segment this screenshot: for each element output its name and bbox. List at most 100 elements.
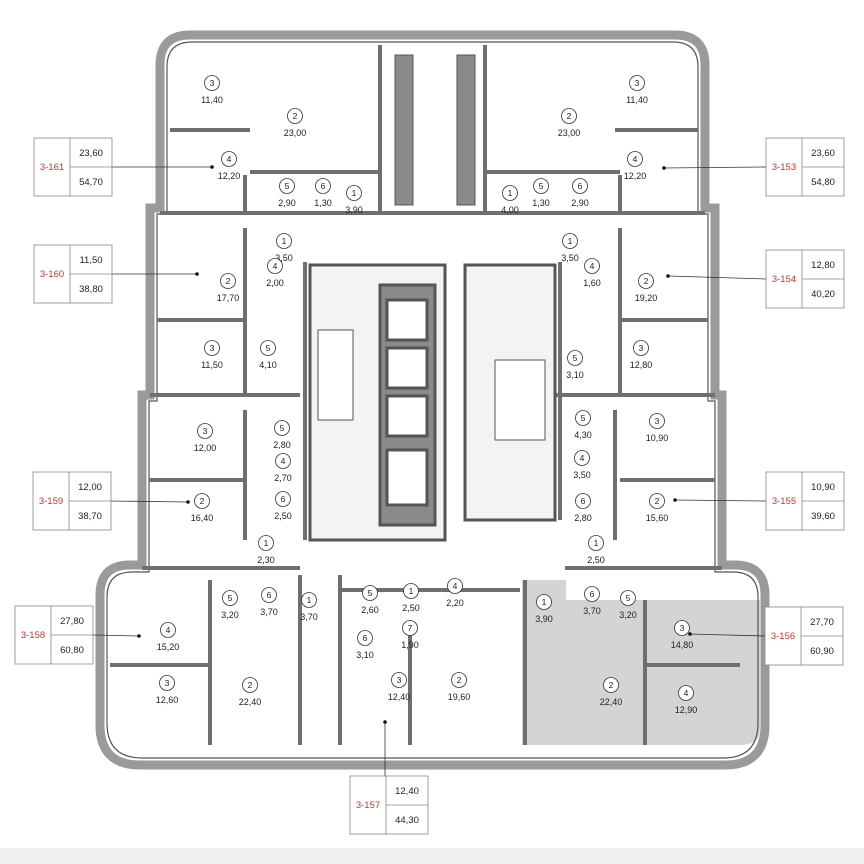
room-number: 6 bbox=[363, 633, 368, 643]
room-area: 14,80 bbox=[671, 640, 694, 650]
room-label: 222,40 bbox=[239, 677, 261, 707]
room-number-circle bbox=[159, 675, 175, 691]
room-number: 5 bbox=[539, 181, 544, 191]
room-number-circle bbox=[584, 586, 600, 602]
room-number-circle bbox=[584, 258, 600, 274]
room-area: 12,90 bbox=[675, 705, 698, 715]
room-label: 42,70 bbox=[274, 453, 292, 483]
room-label: 14,00 bbox=[501, 185, 519, 215]
room-number-circle bbox=[242, 677, 258, 693]
living-area-value: 11,50 bbox=[79, 255, 102, 266]
room-number-circle bbox=[160, 622, 176, 638]
room-number: 5 bbox=[368, 588, 373, 598]
apartment-number: 3-157 bbox=[356, 800, 380, 811]
leader-line bbox=[689, 633, 766, 637]
room-number-circle bbox=[221, 151, 237, 167]
room-number-circle bbox=[403, 583, 419, 599]
leader-dot bbox=[688, 632, 692, 636]
room-label: 13,90 bbox=[345, 185, 363, 215]
room-number: 5 bbox=[228, 593, 233, 603]
room-number-circle bbox=[451, 672, 467, 688]
room-number: 6 bbox=[267, 590, 272, 600]
room-number-circle bbox=[220, 273, 236, 289]
room-number-circle bbox=[603, 677, 619, 693]
apartment-number: 3-155 bbox=[772, 496, 796, 507]
room-number: 2 bbox=[609, 680, 614, 690]
room-number: 2 bbox=[248, 680, 253, 690]
total-area-value: 60,80 bbox=[60, 645, 84, 656]
room-label: 62,80 bbox=[574, 493, 592, 523]
apartment-number: 3-161 bbox=[40, 162, 64, 173]
room-label: 215,60 bbox=[646, 493, 668, 523]
room-area: 11,50 bbox=[201, 360, 223, 370]
room-number-circle bbox=[357, 630, 373, 646]
room-area: 4,10 bbox=[259, 360, 277, 370]
room-number-circle bbox=[678, 685, 694, 701]
room-label: 412,90 bbox=[675, 685, 698, 715]
room-number-circle bbox=[620, 590, 636, 606]
room-area: 12,00 bbox=[194, 443, 217, 453]
room-number: 1 bbox=[264, 538, 269, 548]
apartment-number: 3-153 bbox=[772, 162, 796, 173]
room-number-circle bbox=[204, 75, 220, 91]
room-area: 23,00 bbox=[558, 128, 581, 138]
room-number-circle bbox=[536, 594, 552, 610]
room-number-circle bbox=[575, 493, 591, 509]
room-area: 11,40 bbox=[201, 95, 223, 105]
total-area-value: 39,60 bbox=[811, 511, 835, 522]
room-number: 4 bbox=[453, 581, 458, 591]
room-number-circle bbox=[301, 592, 317, 608]
room-label: 312,40 bbox=[388, 672, 410, 702]
room-label: 311,50 bbox=[201, 340, 223, 370]
room-label: 63,10 bbox=[356, 630, 374, 660]
room-label: 312,00 bbox=[194, 423, 217, 453]
room-area: 19,60 bbox=[448, 692, 471, 702]
room-area: 2,30 bbox=[257, 555, 275, 565]
room-label: 13,50 bbox=[275, 233, 293, 263]
stair-elevator-core bbox=[308, 54, 557, 542]
room-label: 216,40 bbox=[191, 493, 214, 523]
total-area-value: 40,20 bbox=[811, 289, 835, 300]
room-label: 41,60 bbox=[583, 258, 601, 288]
room-number-circle bbox=[391, 672, 407, 688]
room-number: 6 bbox=[581, 496, 586, 506]
room-area: 12,20 bbox=[624, 171, 647, 181]
leader-line bbox=[92, 634, 140, 637]
room-number-circle bbox=[638, 273, 654, 289]
room-number: 5 bbox=[573, 353, 578, 363]
room-label: 219,20 bbox=[635, 273, 657, 303]
highlighted-apartment-area[interactable] bbox=[522, 580, 760, 745]
room-number: 4 bbox=[684, 688, 689, 698]
room-area: 22,40 bbox=[600, 697, 623, 707]
room-number: 2 bbox=[644, 276, 649, 286]
room-area: 16,40 bbox=[191, 513, 214, 523]
apartment-number: 3-158 bbox=[21, 630, 45, 641]
room-label: 52,90 bbox=[278, 178, 296, 208]
leader-dot bbox=[666, 274, 670, 278]
room-area: 1,60 bbox=[583, 278, 601, 288]
room-number: 3 bbox=[210, 78, 215, 88]
room-area: 3,10 bbox=[356, 650, 374, 660]
room-number-circle bbox=[572, 178, 588, 194]
room-label: 415,20 bbox=[157, 622, 180, 652]
room-number: 4 bbox=[166, 625, 171, 635]
room-area: 15,20 bbox=[157, 642, 180, 652]
room-number-circle bbox=[574, 450, 590, 466]
apartment-number: 3-156 bbox=[771, 631, 795, 642]
room-number-circle bbox=[533, 178, 549, 194]
apartment-number: 3-159 bbox=[39, 496, 63, 507]
room-number: 2 bbox=[457, 675, 462, 685]
room-number: 2 bbox=[655, 496, 660, 506]
room-area: 2,80 bbox=[574, 513, 592, 523]
interior-walls bbox=[110, 45, 740, 745]
room-label: 52,80 bbox=[273, 420, 291, 450]
